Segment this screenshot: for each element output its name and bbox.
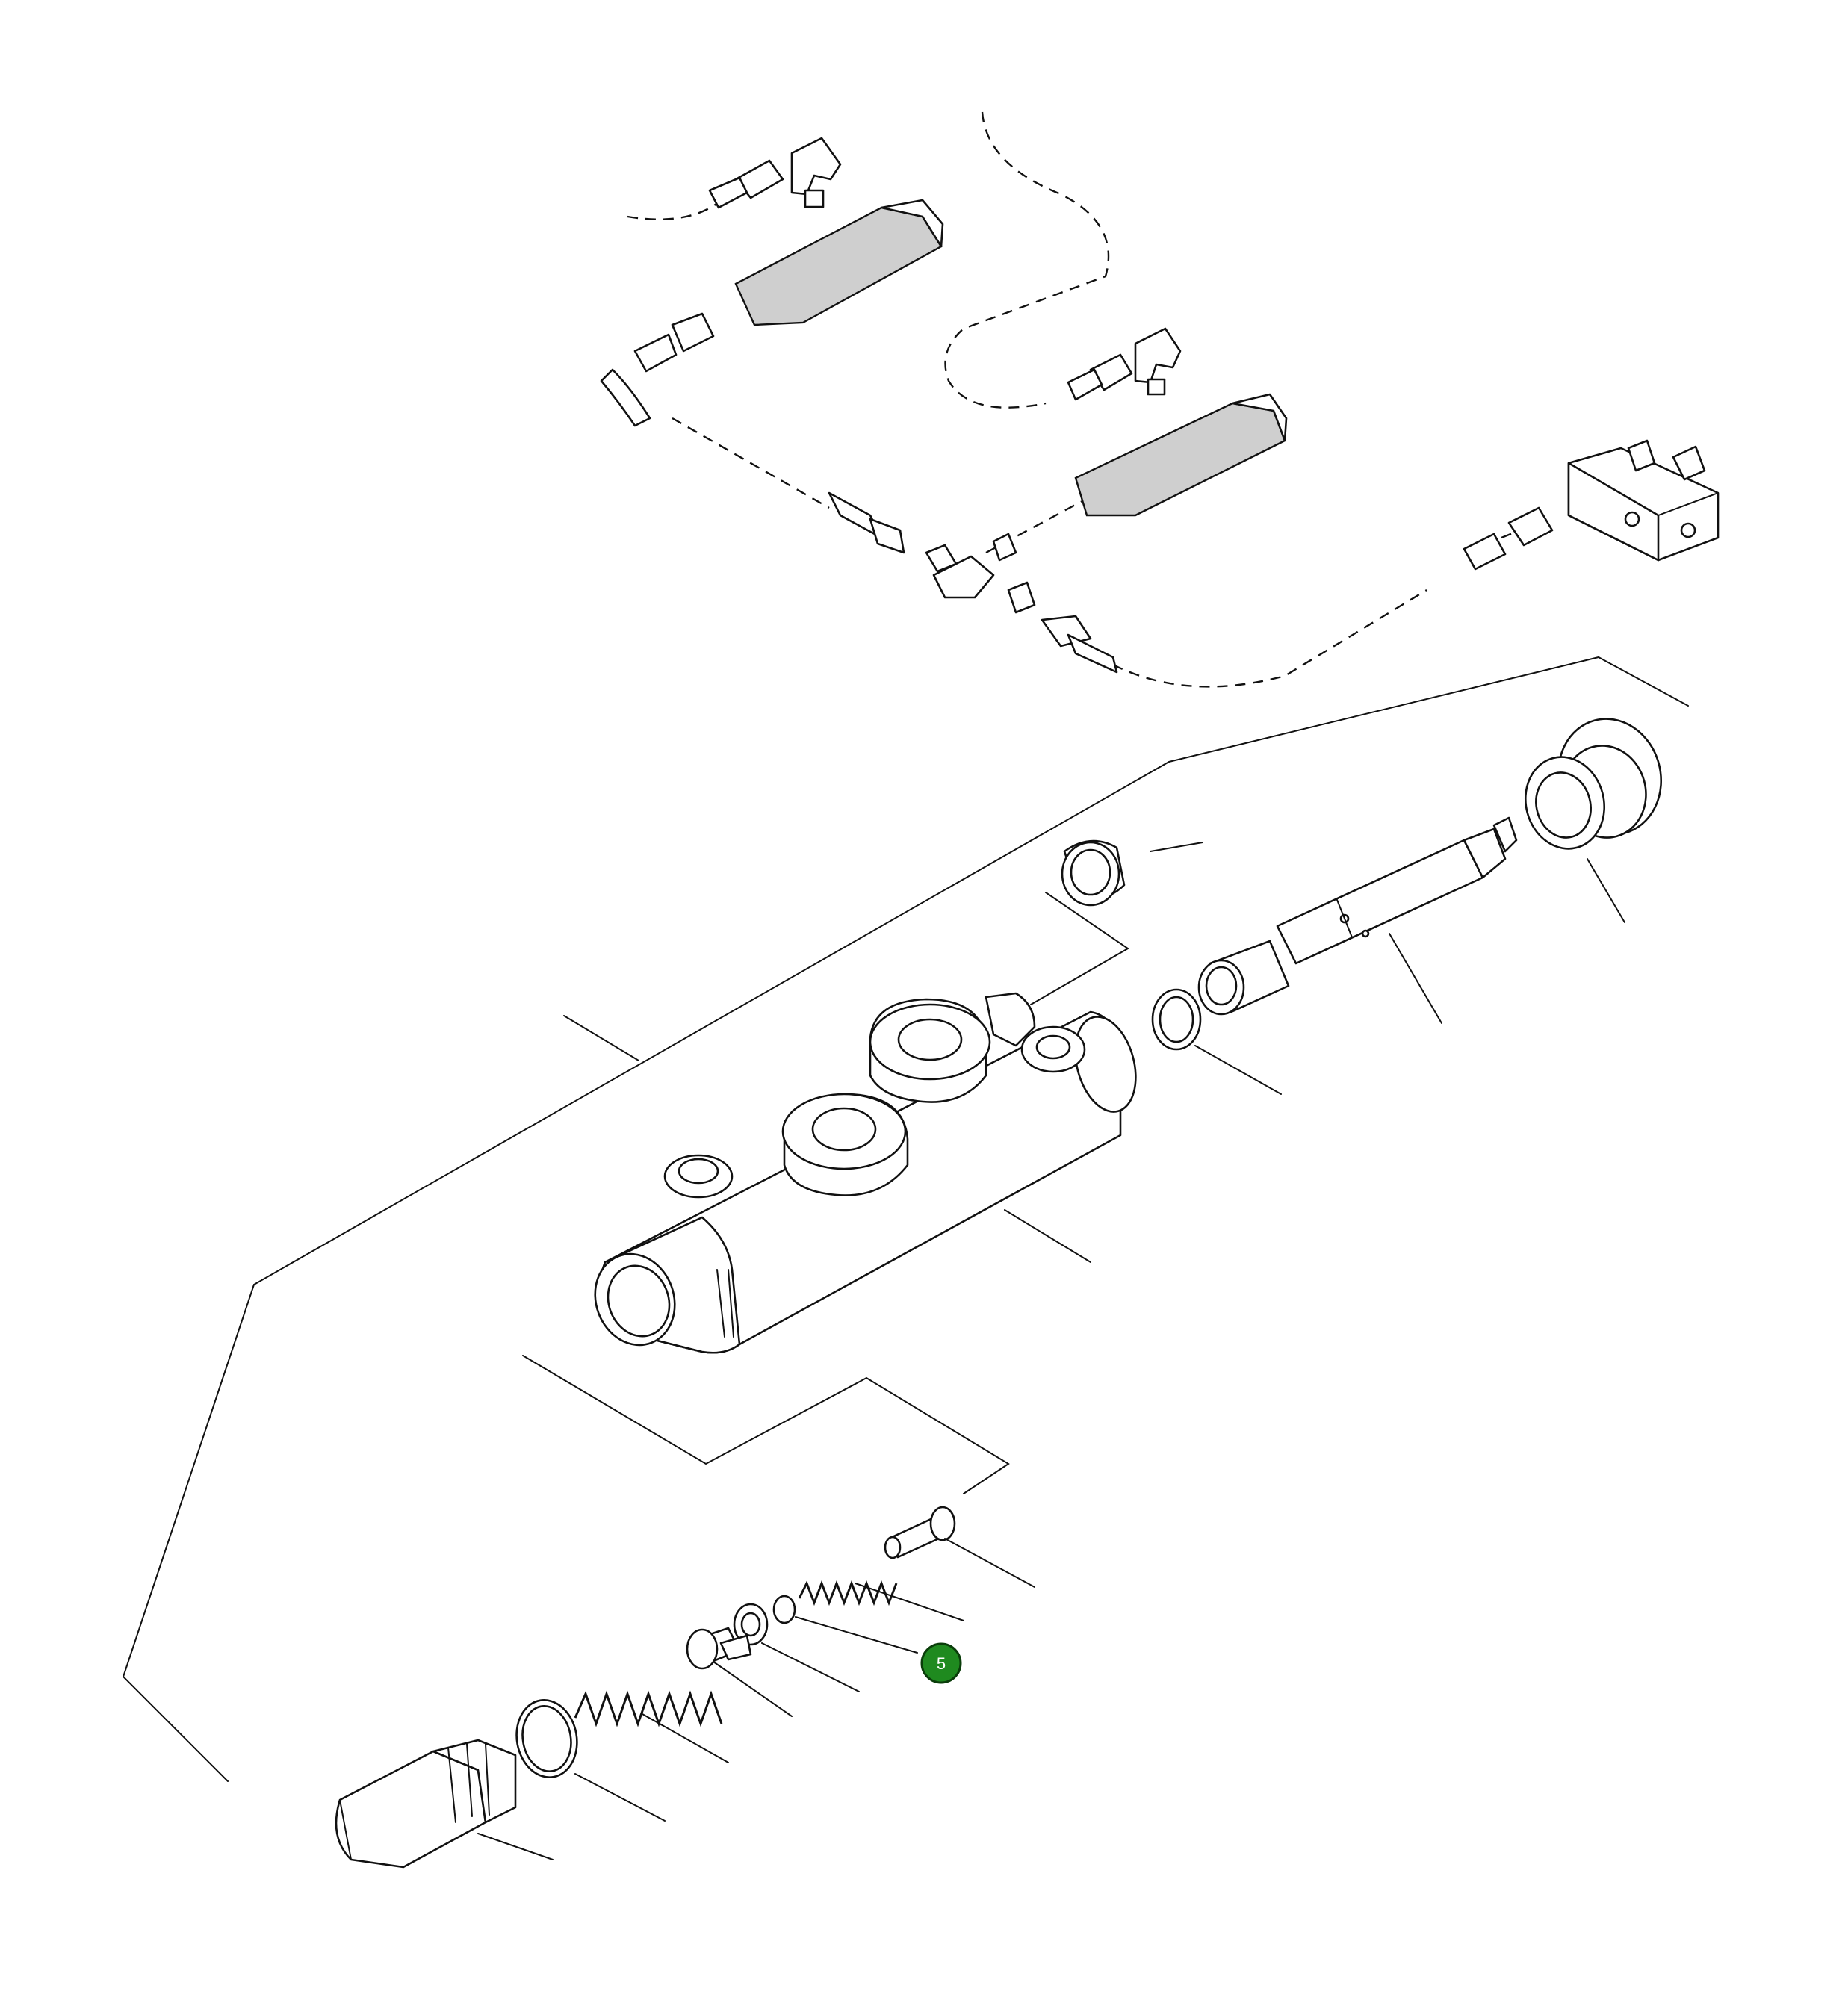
boss-port-large-1 [781, 1093, 909, 1196]
right-manifold-block [1567, 439, 1720, 562]
boundary-body-bracket [522, 1355, 1010, 1494]
valve-body-rear-face [1074, 1016, 1137, 1113]
lower-hose-nut [1067, 353, 1133, 401]
valve-body-front-port-inner [607, 1264, 671, 1338]
lower-hose-fitting [1041, 615, 1118, 674]
hose-dashed-2 [944, 111, 1110, 409]
left-hose-fitting [828, 491, 905, 554]
valve-block-upper [734, 206, 943, 326]
hose-dashed-3 [672, 417, 830, 509]
callout-5-circle[interactable] [920, 1642, 962, 1684]
retaining-ring [1151, 988, 1202, 1051]
valve-block-upper-cap [880, 199, 944, 248]
small-o-ring [772, 1595, 796, 1624]
upper-elbow-fitting [790, 137, 842, 208]
valve-block-lower [1074, 402, 1286, 517]
boss-front-small [663, 1154, 734, 1199]
spool-sleeve [1197, 940, 1290, 1016]
relief-valve-cap [335, 1739, 517, 1869]
upper-straight-fitting [600, 312, 715, 427]
pilot-spring [798, 1580, 898, 1606]
upper-hydraulic-assembly [600, 111, 1720, 688]
large-o-ring [515, 1699, 578, 1778]
spool-cap [1524, 718, 1663, 850]
upper-hose-nut [708, 159, 784, 209]
valve-block-lower-cap [1231, 393, 1288, 442]
leader-lines [477, 842, 1625, 1860]
lower-elbow-fitting [1134, 327, 1182, 396]
group-boundary-lines [122, 656, 1689, 1782]
pilot-poppet [884, 1506, 956, 1559]
boss-port-large-2 [869, 998, 991, 1103]
boundary-upper [253, 656, 1689, 1285]
callout-5-label: 5 [937, 1654, 946, 1673]
boss-rear-small [985, 992, 1086, 1073]
valve-body [594, 992, 1137, 1354]
boundary-left [122, 1284, 255, 1782]
tee-junction [925, 533, 1036, 614]
callout-5[interactable]: 5 [920, 1642, 962, 1684]
hose-dashed-5 [1112, 589, 1427, 688]
main-spring [574, 1690, 723, 1727]
right-hose-fitting [1463, 506, 1554, 571]
end-plug [1061, 839, 1126, 907]
seat-plug [686, 1627, 752, 1670]
washer [733, 1603, 769, 1646]
boundary-plug-bracket [1030, 892, 1129, 1005]
spool [1276, 816, 1518, 965]
